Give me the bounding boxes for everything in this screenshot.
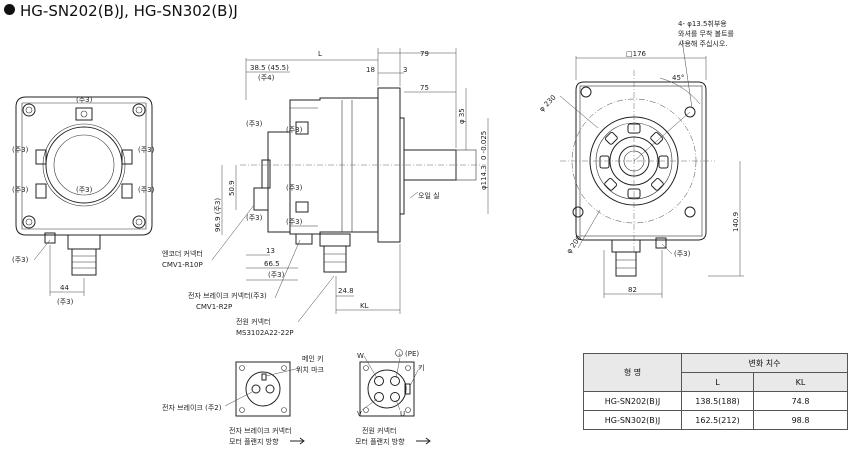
- dim-79: 79: [420, 50, 429, 58]
- dim-24-8: 24.8: [338, 287, 354, 295]
- side-note3-c: (주3): [286, 184, 303, 192]
- drawing-title: HG-SN202(B)J, HG-SN302(B)J: [4, 2, 238, 20]
- table-header-KL: KL: [753, 372, 848, 392]
- table-cell-KL: 98.8: [753, 410, 848, 430]
- bolt-note-2: 와셔를 무착 볼트를: [678, 29, 735, 38]
- dim-KL: KL: [360, 302, 369, 310]
- dim-phi200: φ 200: [565, 234, 583, 255]
- main-key-label-1: 메인 키: [302, 354, 324, 363]
- rear-note3-right: (주3): [138, 146, 155, 154]
- rear-note3-bottom: (주3): [12, 256, 29, 264]
- power-connector-label: 전원 커넥터: [236, 317, 270, 326]
- side-note3-a: (주3): [246, 120, 263, 128]
- rear-note3-top: (주3): [76, 96, 93, 104]
- brake-note2-label: 전자 브레이크 (주2): [162, 403, 222, 412]
- pin-v-label: V: [357, 410, 362, 418]
- encoder-connector-label: 엔코더 커넥터: [162, 249, 203, 258]
- rear-view: (주3) (주3) (주3) (주3) (주3) (주3) (주3) 44 (주…: [12, 96, 155, 306]
- rear-note3-left: (주3): [12, 146, 29, 154]
- dim-phi35: φ 35: [458, 108, 466, 124]
- table-cell-KL: 74.8: [753, 391, 848, 411]
- brake-connector-label: 전자 브레이크 커넥터(주3): [188, 291, 267, 300]
- power-detail-caption-2: 모터 플랜지 방향: [355, 437, 405, 446]
- dim-L-top: L: [318, 50, 322, 58]
- dim-phi114-tol: 0 -0.025: [480, 131, 488, 160]
- dim-140-9: 140.9: [732, 212, 740, 232]
- title-text: HG-SN202(B)J, HG-SN302(B)J: [20, 2, 238, 20]
- dim-sq176: □176: [626, 50, 647, 58]
- bolt-note-3: 사용해 주십시오.: [678, 39, 728, 48]
- rear-note3-right2: (주3): [138, 186, 155, 194]
- mount-holes: [572, 86, 696, 218]
- side-note3-b: (주3): [286, 126, 303, 134]
- brake-connector-detail: 메인 키 위치 마크 전자 브레이크 (주2) 전자 브레이크 커넥터 모터 플…: [162, 354, 325, 446]
- front-view: 45° □176 φ 230 φ 200 4- φ13.5취부용 와셔를 무착 …: [538, 20, 744, 298]
- bullet-icon: [4, 4, 15, 15]
- rear-note3-dim: (주3): [57, 298, 74, 306]
- front-note3: (주3): [674, 250, 691, 258]
- side-note4: (주4): [258, 74, 275, 82]
- dim-96-9: 96.9 (주3): [214, 198, 222, 232]
- dim-75: 75: [420, 84, 429, 92]
- dim-18: 18: [366, 66, 375, 74]
- power-connector-model: MS3102A22-22P: [236, 329, 294, 337]
- side-note3-f: (주3): [268, 271, 285, 279]
- power-detail-caption-1: 전원 커넥터: [362, 426, 396, 435]
- power-connector-detail: W ⏚ (PE) 키 V U 전원 커넥터 모터 플랜지 방향: [355, 349, 431, 446]
- brake-detail-caption-1: 전자 브레이크 커넥터: [229, 426, 291, 435]
- dim-13: 13: [266, 247, 275, 255]
- brake-connector-model: CMV1-R2P: [196, 303, 232, 311]
- key-label: 키: [418, 363, 424, 372]
- dim-50-9: 50.9: [228, 180, 236, 196]
- table-cell-model: HG-SN302(B)J: [583, 410, 682, 430]
- oil-seal-label: 오일 실: [418, 191, 440, 200]
- rear-note3-left2: (주3): [12, 186, 29, 194]
- dim-angle-45: 45°: [672, 74, 684, 82]
- table-cell-model: HG-SN202(B)J: [583, 391, 682, 411]
- table-row: HG-SN302(B)J 162.5(212) 98.8: [583, 410, 848, 430]
- side-note3-e: (주3): [246, 214, 263, 222]
- pin-w-label: W: [357, 352, 364, 360]
- dim-phi230: φ 230: [538, 93, 558, 113]
- dim-38-5: 38.5 (45.5): [250, 64, 289, 72]
- svg-text:⏚: ⏚: [397, 351, 402, 358]
- pin-u-label: U: [400, 410, 405, 418]
- brake-detail-caption-2: 모터 플랜지 방향: [229, 437, 279, 446]
- dim-3: 3: [403, 66, 407, 74]
- bolt-holes: [22, 103, 146, 229]
- table-header-dims: 변화 치수: [681, 353, 848, 373]
- bolt-note-1: 4- φ13.5취부용: [678, 20, 727, 28]
- side-view: (주3) (주3) (주3) (주3) (주3) L 79 18 3 75 38…: [162, 48, 489, 337]
- table-cell-L: 162.5(212): [681, 410, 754, 430]
- dim-44: 44: [60, 284, 69, 292]
- table-cell-L: 138.5(188): [681, 391, 754, 411]
- encoder-connector-model: CMV1-R10P: [162, 261, 203, 269]
- table-header-model: 형 명: [583, 353, 682, 392]
- side-note3-d: (주3): [286, 218, 303, 226]
- rear-note3-center: (주3): [76, 186, 93, 194]
- dim-82: 82: [628, 286, 637, 294]
- table-row: HG-SN202(B)J 138.5(188) 74.8: [583, 391, 848, 411]
- pe-label: (PE): [405, 350, 419, 358]
- dim-66-5: 66.5: [264, 260, 280, 268]
- table-header-L: L: [681, 372, 754, 392]
- dimension-table: 형 명 변화 치수 L KL HG-SN202(B)J 138.5(188) 7…: [583, 353, 848, 430]
- main-key-label-2: 위치 마크: [296, 365, 325, 374]
- dim-phi114: φ114.3: [480, 165, 488, 190]
